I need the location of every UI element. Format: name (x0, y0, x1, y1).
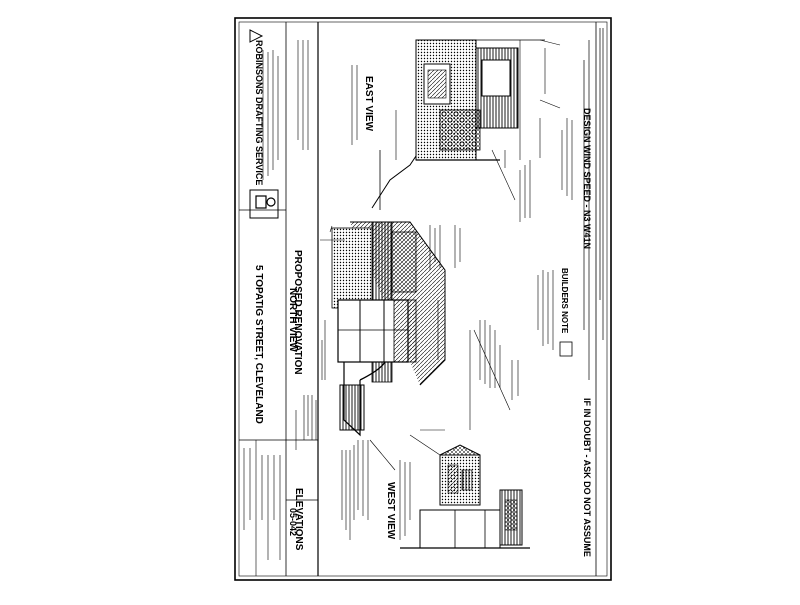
east-view-elevation: EAST VIEW (297, 39, 561, 222)
job-number: 05-042 (288, 508, 298, 536)
sheet-title: ELEVATIONS (293, 488, 304, 551)
right-notes-strip (583, 28, 604, 380)
builders-note-heading: BUILDERS NOTE (560, 268, 569, 334)
firm-name: ROBINSONS DRAFTING SERVICE (254, 40, 264, 185)
north-view-label: NORTH VIEW (287, 288, 298, 352)
builders-note-text (537, 118, 573, 350)
east-view-label: EAST VIEW (363, 76, 374, 132)
north-view-elevation: NORTH VIEW (287, 221, 461, 471)
project-address: 5 TOPATIG STREET, CLEVELAND (253, 265, 264, 424)
west-view-elevation: WEST VIEW (341, 320, 530, 549)
project-name: PROPOSED RENOVATION (292, 250, 303, 375)
doubt-notice: IF IN DOUBT - ASK DO NOT ASSUME (582, 398, 592, 557)
title-block: ROBINSONS DRAFTING SERVICE PROPOSED RENO… (239, 22, 319, 576)
west-view-label: WEST VIEW (385, 482, 396, 540)
wind-speed-notice: DESIGN WIND SPEED - N3 W41N (582, 108, 592, 249)
